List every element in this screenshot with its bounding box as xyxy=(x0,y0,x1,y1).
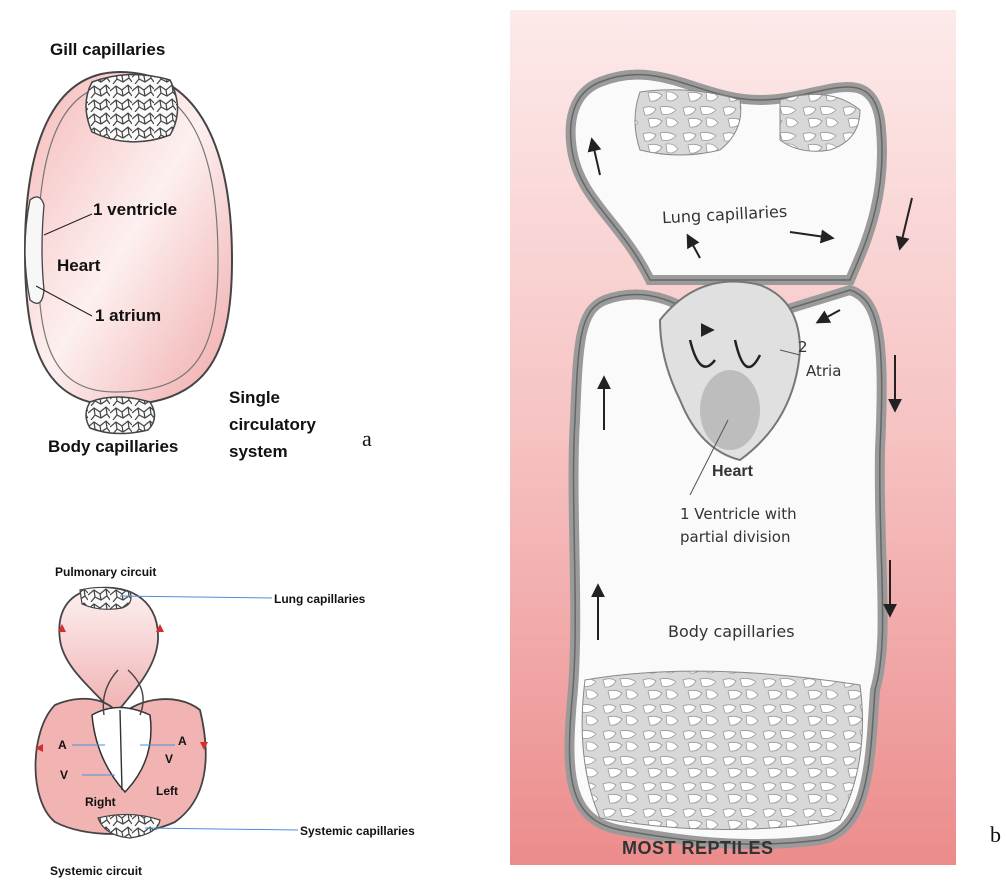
gill-capillary-bed xyxy=(86,74,178,141)
single-circ-line2: circulatory xyxy=(229,415,316,435)
single-circ-line3: system xyxy=(229,442,288,462)
atrium-left-label: A xyxy=(178,734,187,748)
single-circ-line1: Single xyxy=(229,388,280,408)
systemic-capillaries-label: Systemic capillaries xyxy=(300,824,415,838)
panel-a-letter: a xyxy=(362,426,372,452)
ventricle-label-line2: partial division xyxy=(680,528,790,546)
ventricle-shading xyxy=(700,370,760,450)
most-reptiles-caption: MOST REPTILES xyxy=(622,838,774,859)
atria-label: Atria xyxy=(806,362,841,380)
panel-c-diagram xyxy=(35,587,298,838)
lung-capillary-bed-b xyxy=(635,90,741,155)
one-atrium-label: 1 atrium xyxy=(95,306,161,326)
body-capillaries-label-a: Body capillaries xyxy=(48,437,178,457)
lung-capillaries-label-c: Lung capillaries xyxy=(274,592,365,606)
pulmonary-circuit-label: Pulmonary circuit xyxy=(55,565,156,579)
systemic-circuit-label: Systemic circuit xyxy=(50,864,142,878)
lung-capillary-bed xyxy=(80,587,131,609)
heart-label-a: Heart xyxy=(57,256,100,276)
ventricle-label-line1: 1 Ventricle with xyxy=(680,505,797,523)
fish-heart-shape xyxy=(25,197,44,303)
panel-b-letter: b xyxy=(990,822,1001,848)
ventricle-left-label: V xyxy=(165,752,173,766)
left-side-label: Left xyxy=(156,784,178,798)
body-capillary-bed xyxy=(86,397,155,434)
one-ventricle-label: 1 ventricle xyxy=(93,200,177,220)
ventricle-right-label: V xyxy=(60,768,68,782)
atria-number: 2 xyxy=(798,338,808,356)
right-side-label: Right xyxy=(85,795,116,809)
atrium-right-label: A xyxy=(58,738,67,752)
body-capillaries-label-b: Body capillaries xyxy=(668,622,795,641)
panel-a-diagram xyxy=(25,72,232,434)
panel-b-diagram xyxy=(510,10,956,865)
heart-label-b: Heart xyxy=(712,463,753,481)
body-capillary-bed-b xyxy=(582,671,862,829)
gill-capillaries-label: Gill capillaries xyxy=(50,40,165,60)
